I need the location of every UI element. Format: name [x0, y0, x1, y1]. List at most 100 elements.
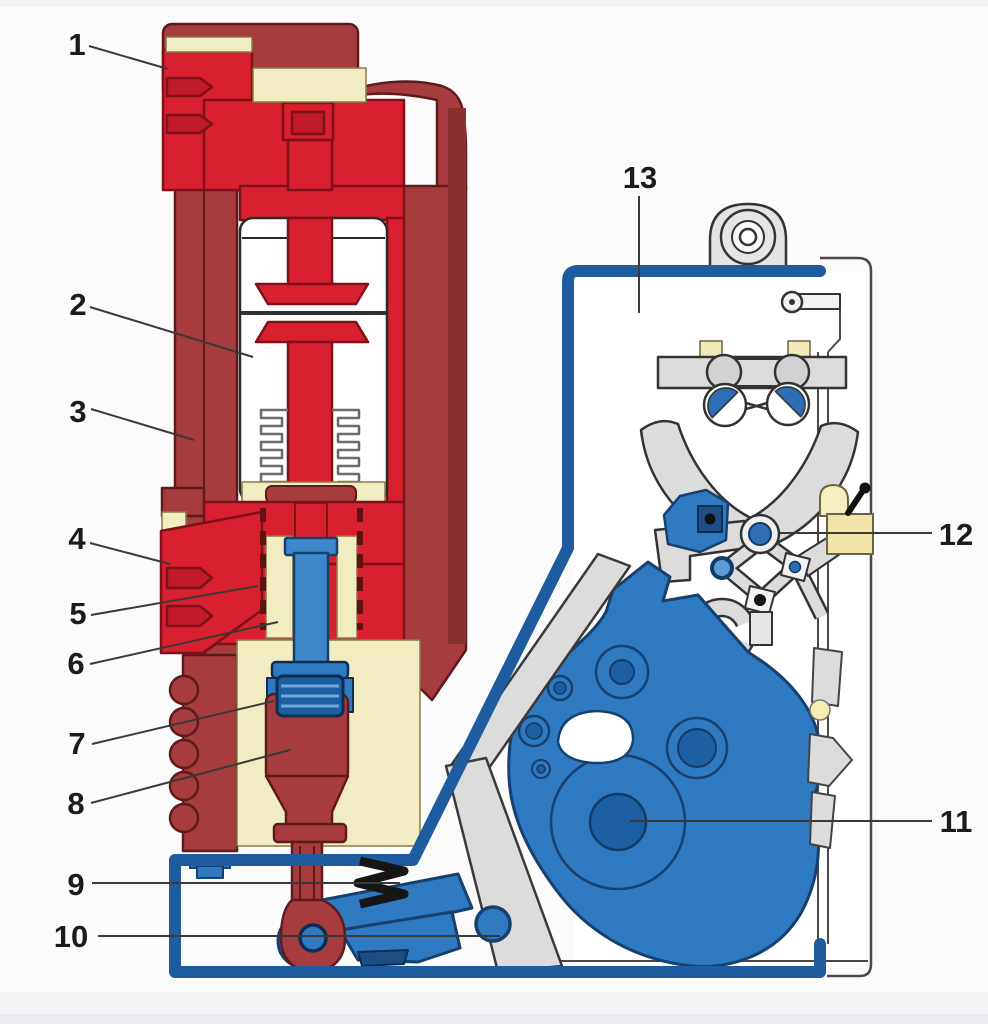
terminal-slot: [165, 76, 214, 98]
plate-pin: [536, 764, 546, 774]
toggle-pin-blue: [788, 560, 802, 574]
frame-bolt: [196, 865, 224, 879]
callout-label-2: 2: [69, 287, 86, 322]
terminal-slot: [165, 113, 214, 135]
plate-hole-ring: [546, 674, 574, 702]
plate-hole-ring: [531, 759, 551, 779]
callouts: [88, 45, 932, 937]
top-edge-band: [0, 0, 988, 7]
scissor-linkage: [702, 381, 811, 428]
top-hook: [780, 290, 841, 314]
clevis-pin: [298, 923, 328, 953]
stem-upper: [286, 138, 334, 192]
pole-assembly: [159, 22, 468, 908]
yellow-detent: [809, 699, 831, 721]
lifting-eye: [708, 202, 788, 270]
plate-hole-ring: [594, 644, 650, 700]
callout-label-5: 5: [69, 596, 86, 631]
fin: [168, 802, 200, 834]
wall-bracket-line: [827, 309, 841, 353]
kidney-slot: [556, 709, 635, 765]
callout-label-11: 11: [940, 804, 973, 839]
bottom-edge-band2: [0, 1014, 988, 1024]
latch-pin-head: [859, 482, 871, 494]
terminal-slot: [165, 604, 214, 628]
callout-label-9: 9: [67, 867, 84, 902]
conductor-band: [238, 184, 406, 222]
callout-label-7: 7: [68, 726, 85, 761]
toggle-pin-black: [754, 594, 766, 606]
push-stem: [290, 840, 324, 908]
cream-sliver: [165, 36, 253, 53]
cream-sliver: [336, 535, 358, 639]
cam-follower: [677, 728, 717, 768]
callout-label-6: 6: [67, 646, 84, 681]
cream-shelf: [252, 67, 367, 103]
terminal-slot: [165, 566, 214, 590]
fixed-stem: [286, 216, 334, 288]
bolt-outline: [281, 101, 335, 142]
leader-2: [89, 306, 254, 358]
callout-label-12: 12: [939, 517, 973, 552]
right-conductor-strip: [385, 216, 406, 504]
latch-pin: [845, 486, 867, 516]
enclosure-outline: [820, 256, 873, 978]
bellows-left: [259, 408, 288, 484]
vacuum-interrupter: [238, 216, 389, 507]
latch-post: [749, 611, 773, 646]
cam-plate: [507, 560, 823, 968]
multilam-ribs: [281, 684, 339, 708]
callout-label-1: 1: [68, 27, 85, 62]
stem-link: [294, 502, 328, 542]
operating-mechanism: [507, 202, 874, 968]
bracket-pin: [704, 513, 716, 525]
callout-label-8: 8: [67, 786, 84, 821]
crossbar-assembly: [656, 340, 848, 391]
plate-pin: [525, 722, 543, 740]
plate-pin: [609, 659, 635, 685]
drive-train: [264, 536, 354, 908]
fin: [168, 674, 200, 706]
crossbar: [656, 355, 848, 390]
base-frame: [169, 265, 826, 978]
callout-label-10: 10: [54, 919, 88, 954]
fixed-contact: [254, 282, 370, 306]
stem-collar: [272, 822, 348, 844]
moving-contact: [254, 320, 370, 344]
leader-6: [89, 621, 279, 665]
eye-hole: [738, 227, 758, 247]
fin: [168, 738, 200, 770]
wall-tab: [811, 647, 843, 707]
pivot-half: [774, 386, 806, 418]
leader-5: [90, 585, 259, 616]
pivot-half: [707, 387, 739, 419]
plate-pin: [553, 681, 567, 695]
trip-bracket: [662, 488, 730, 554]
hook-arm: [796, 293, 841, 310]
link-bushing: [710, 556, 734, 580]
lever-pivot: [474, 905, 512, 943]
callout-label-4: 4: [68, 521, 86, 556]
bolt-head: [290, 110, 326, 136]
lever-pad: [357, 949, 409, 967]
plate-hole-ring: [665, 716, 729, 780]
leader-4: [89, 542, 171, 565]
main-latch-pivot-pin: [748, 522, 772, 546]
leader-3: [90, 408, 195, 441]
leader-7: [91, 700, 275, 745]
leader-8: [90, 749, 291, 804]
beige-bump: [819, 484, 849, 517]
callout-labels: 1 2 3 4 5 6 7 8 9 10 11 12 13: [54, 27, 973, 954]
guide-block: [265, 485, 357, 504]
bottom-linkage: [189, 552, 632, 975]
callout-label-13: 13: [623, 160, 657, 195]
callout-label-3: 3: [69, 394, 86, 429]
leader-1: [88, 45, 169, 70]
bellows-right: [332, 408, 365, 492]
plate-hole-ring: [517, 714, 551, 748]
hook-pin: [789, 299, 795, 305]
column-edge-strip: [448, 108, 466, 644]
fin: [168, 770, 200, 802]
